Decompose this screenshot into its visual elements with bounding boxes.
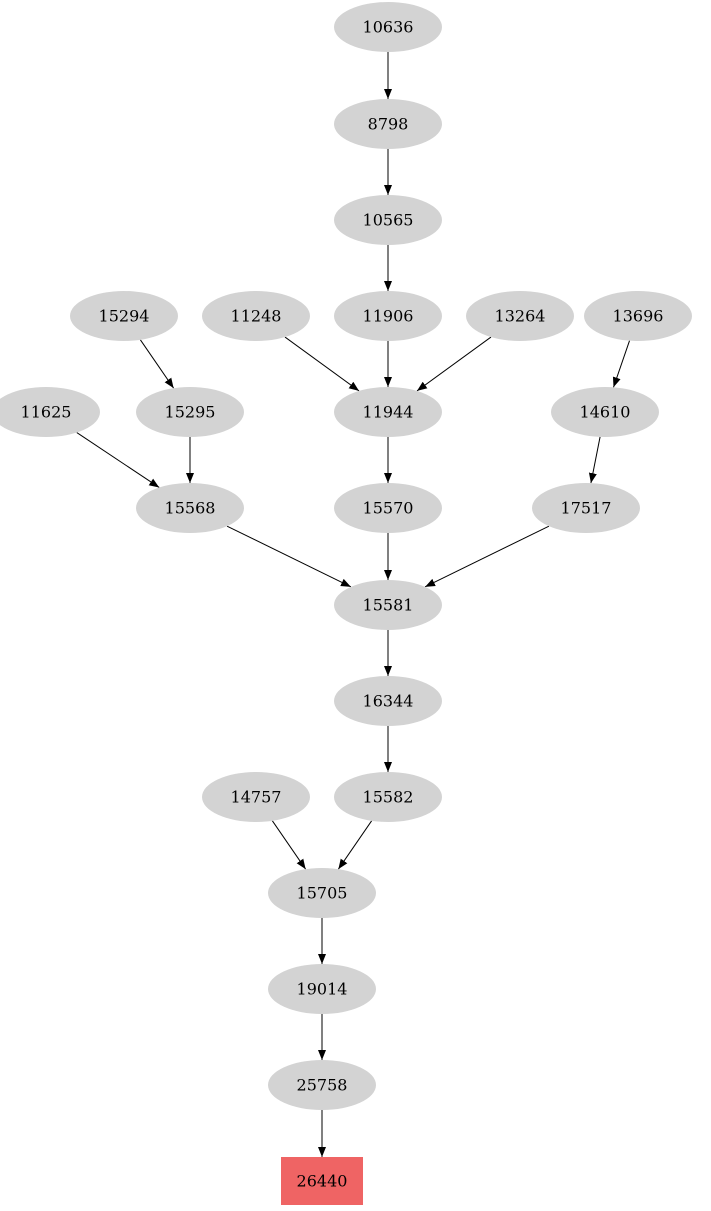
node-ellipse — [334, 291, 442, 341]
graph-node: 14757 — [202, 772, 310, 822]
graph-node: 15582 — [334, 772, 442, 822]
node-ellipse — [334, 580, 442, 630]
target-node: 26440 — [281, 1157, 363, 1205]
graph-node: 15294 — [70, 291, 178, 341]
node-label: 15294 — [99, 307, 150, 326]
edge-13264-11944 — [416, 336, 492, 392]
node-ellipse — [268, 1060, 376, 1110]
node-ellipse — [334, 195, 442, 245]
graph-node: 10636 — [334, 2, 442, 52]
node-ellipse — [466, 291, 574, 341]
node-ellipse — [268, 964, 376, 1014]
node-ellipse — [70, 291, 178, 341]
node-label: 11944 — [363, 403, 414, 422]
graph-node: 15295 — [136, 387, 244, 437]
node-ellipse — [334, 483, 442, 533]
node-ellipse — [136, 483, 244, 533]
node-ellipse — [334, 772, 442, 822]
node-label: 13264 — [495, 307, 546, 326]
node-label: 8798 — [368, 115, 409, 134]
node-label: 11248 — [231, 307, 282, 326]
node-label: 17517 — [561, 499, 612, 518]
node-label: 14610 — [580, 403, 631, 422]
node-ellipse — [334, 676, 442, 726]
node-label: 15581 — [363, 596, 414, 615]
node-label: 14757 — [231, 788, 282, 807]
graph-node: 13696 — [584, 291, 692, 341]
node-label: 11625 — [21, 403, 72, 422]
graph-node: 11248 — [202, 291, 310, 341]
node-label: 10565 — [363, 211, 414, 230]
node-label: 16344 — [363, 692, 414, 711]
edge-17517-15581 — [424, 525, 550, 588]
edge-15582-15705 — [337, 820, 373, 870]
node-label: 13696 — [613, 307, 664, 326]
graph-node: 15570 — [334, 483, 442, 533]
graph-node: 8798 — [334, 99, 442, 149]
graph-node: 11944 — [334, 387, 442, 437]
node-ellipse — [584, 291, 692, 341]
graph-node: 25758 — [268, 1060, 376, 1110]
node-ellipse — [136, 387, 244, 437]
node-ellipse — [334, 2, 442, 52]
node-label: 26440 — [297, 1172, 348, 1191]
graph-node: 19014 — [268, 964, 376, 1014]
graph-node: 15568 — [136, 483, 244, 533]
node-label: 10636 — [363, 18, 414, 37]
node-box — [281, 1157, 363, 1205]
node-ellipse — [334, 387, 442, 437]
node-ellipse — [334, 99, 442, 149]
edge-15294-15295 — [139, 339, 175, 389]
graph-node: 13264 — [466, 291, 574, 341]
node-ellipse — [0, 387, 100, 437]
node-ellipse — [202, 291, 310, 341]
node-label: 15568 — [165, 499, 216, 518]
edge-14610-17517 — [588, 436, 601, 484]
graph-node: 17517 — [532, 483, 640, 533]
graph-node: 11906 — [334, 291, 442, 341]
edge-15568-15581 — [226, 525, 352, 588]
node-label: 15570 — [363, 499, 414, 518]
node-ellipse — [202, 772, 310, 822]
graph-node: 15705 — [268, 868, 376, 918]
node-label: 11906 — [363, 307, 414, 326]
node-label: 15705 — [297, 884, 348, 903]
edge-13696-14610 — [612, 340, 630, 388]
graph-node: 14610 — [551, 387, 659, 437]
edge-14757-15705 — [271, 820, 307, 870]
graph-node: 10565 — [334, 195, 442, 245]
graph-node: 16344 — [334, 676, 442, 726]
edge-11625-15568 — [76, 432, 160, 488]
node-ellipse — [532, 483, 640, 533]
node-ellipse — [551, 387, 659, 437]
graph-node: 15581 — [334, 580, 442, 630]
edge-11248-11944 — [284, 336, 360, 392]
node-label: 15582 — [363, 788, 414, 807]
graph-node: 11625 — [0, 387, 100, 437]
node-label: 25758 — [297, 1076, 348, 1095]
node-label: 19014 — [297, 980, 348, 999]
node-label: 15295 — [165, 403, 216, 422]
node-ellipse — [268, 868, 376, 918]
